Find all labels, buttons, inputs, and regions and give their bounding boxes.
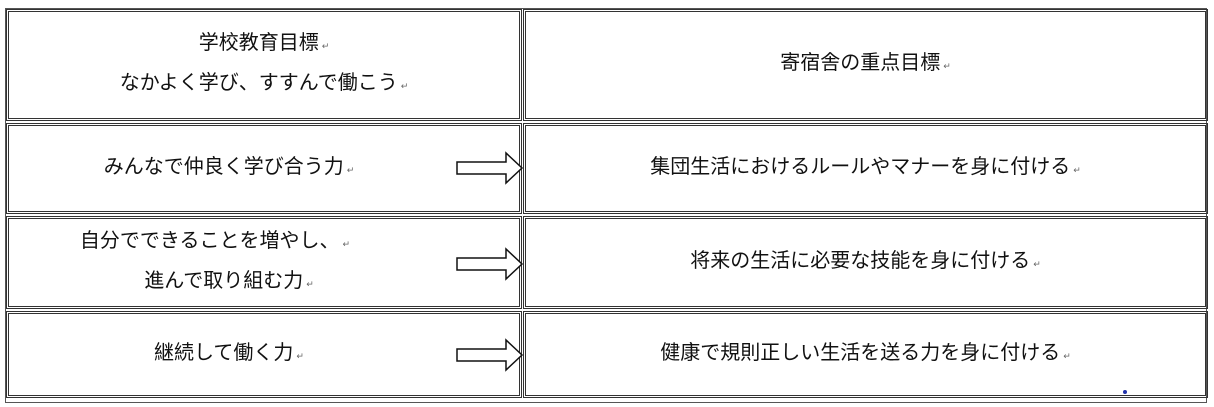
paragraph-mark: ↵ (1063, 351, 1071, 362)
school-goal-cell: 学校教育目標↵ なかよく学び、すすんで働こう↵ (6, 9, 522, 121)
dorm-goal-cell-1: 集団生活におけるルールやマナーを身に付ける↵ (523, 123, 1208, 214)
paragraph-mark: ↵ (296, 351, 304, 362)
right-outline-arrow-icon (456, 151, 524, 185)
paragraph-mark: ↵ (346, 165, 355, 176)
ability-text-1: みんなで仲良く学び合う力↵ (103, 153, 355, 178)
school-goal-motto: なかよく学び、すすんで働こう↵ (119, 70, 409, 94)
dorm-goal-cell-3: 健康で規則正しい生活を送る力を身に付ける↵ (523, 311, 1208, 398)
dorm-goal-text-1: 集団生活におけるルールやマナーを身に付ける↵ (650, 153, 1081, 178)
dorm-goal-header-cell: 寄宿舎の重点目標↵ (523, 9, 1208, 121)
right-outline-arrow-icon (456, 247, 524, 281)
paragraph-mark: ↵ (1073, 165, 1081, 176)
ability-text-3: 継続して働く力↵ (154, 339, 304, 364)
paragraph-mark: ↵ (306, 279, 314, 290)
paragraph-mark: ↵ (342, 239, 351, 250)
school-goal-title: 学校教育目標↵ (198, 30, 330, 54)
paragraph-mark: ↵ (1033, 259, 1041, 270)
ability-cell-3: 継続して働く力↵ (6, 311, 522, 398)
dorm-goal-text-2: 将来の生活に必要な技能を身に付ける↵ (690, 247, 1041, 272)
dorm-goal-text-3: 健康で規則正しい生活を送る力を身に付ける↵ (660, 339, 1071, 364)
ability-text-2a: 自分でできることを増やし、↵ (79, 227, 351, 252)
paragraph-mark: ↵ (943, 62, 951, 72)
ability-cell-1: みんなで仲良く学び合う力↵ (6, 123, 522, 214)
right-outline-arrow-icon (456, 338, 524, 372)
paragraph-mark: ↵ (400, 82, 409, 92)
dorm-goal-title: 寄宿舎の重点目標↵ (780, 50, 951, 74)
dorm-goal-cell-2: 将来の生活に必要な技能を身に付ける↵ (523, 216, 1208, 309)
paragraph-mark: ↵ (321, 42, 330, 52)
ability-cell-2: 自分でできることを増やし、↵ 進んで取り組む力↵ (6, 216, 522, 309)
text-cursor-marker (1123, 390, 1127, 394)
ability-text-2b: 進んで取り組む力↵ (144, 267, 314, 292)
